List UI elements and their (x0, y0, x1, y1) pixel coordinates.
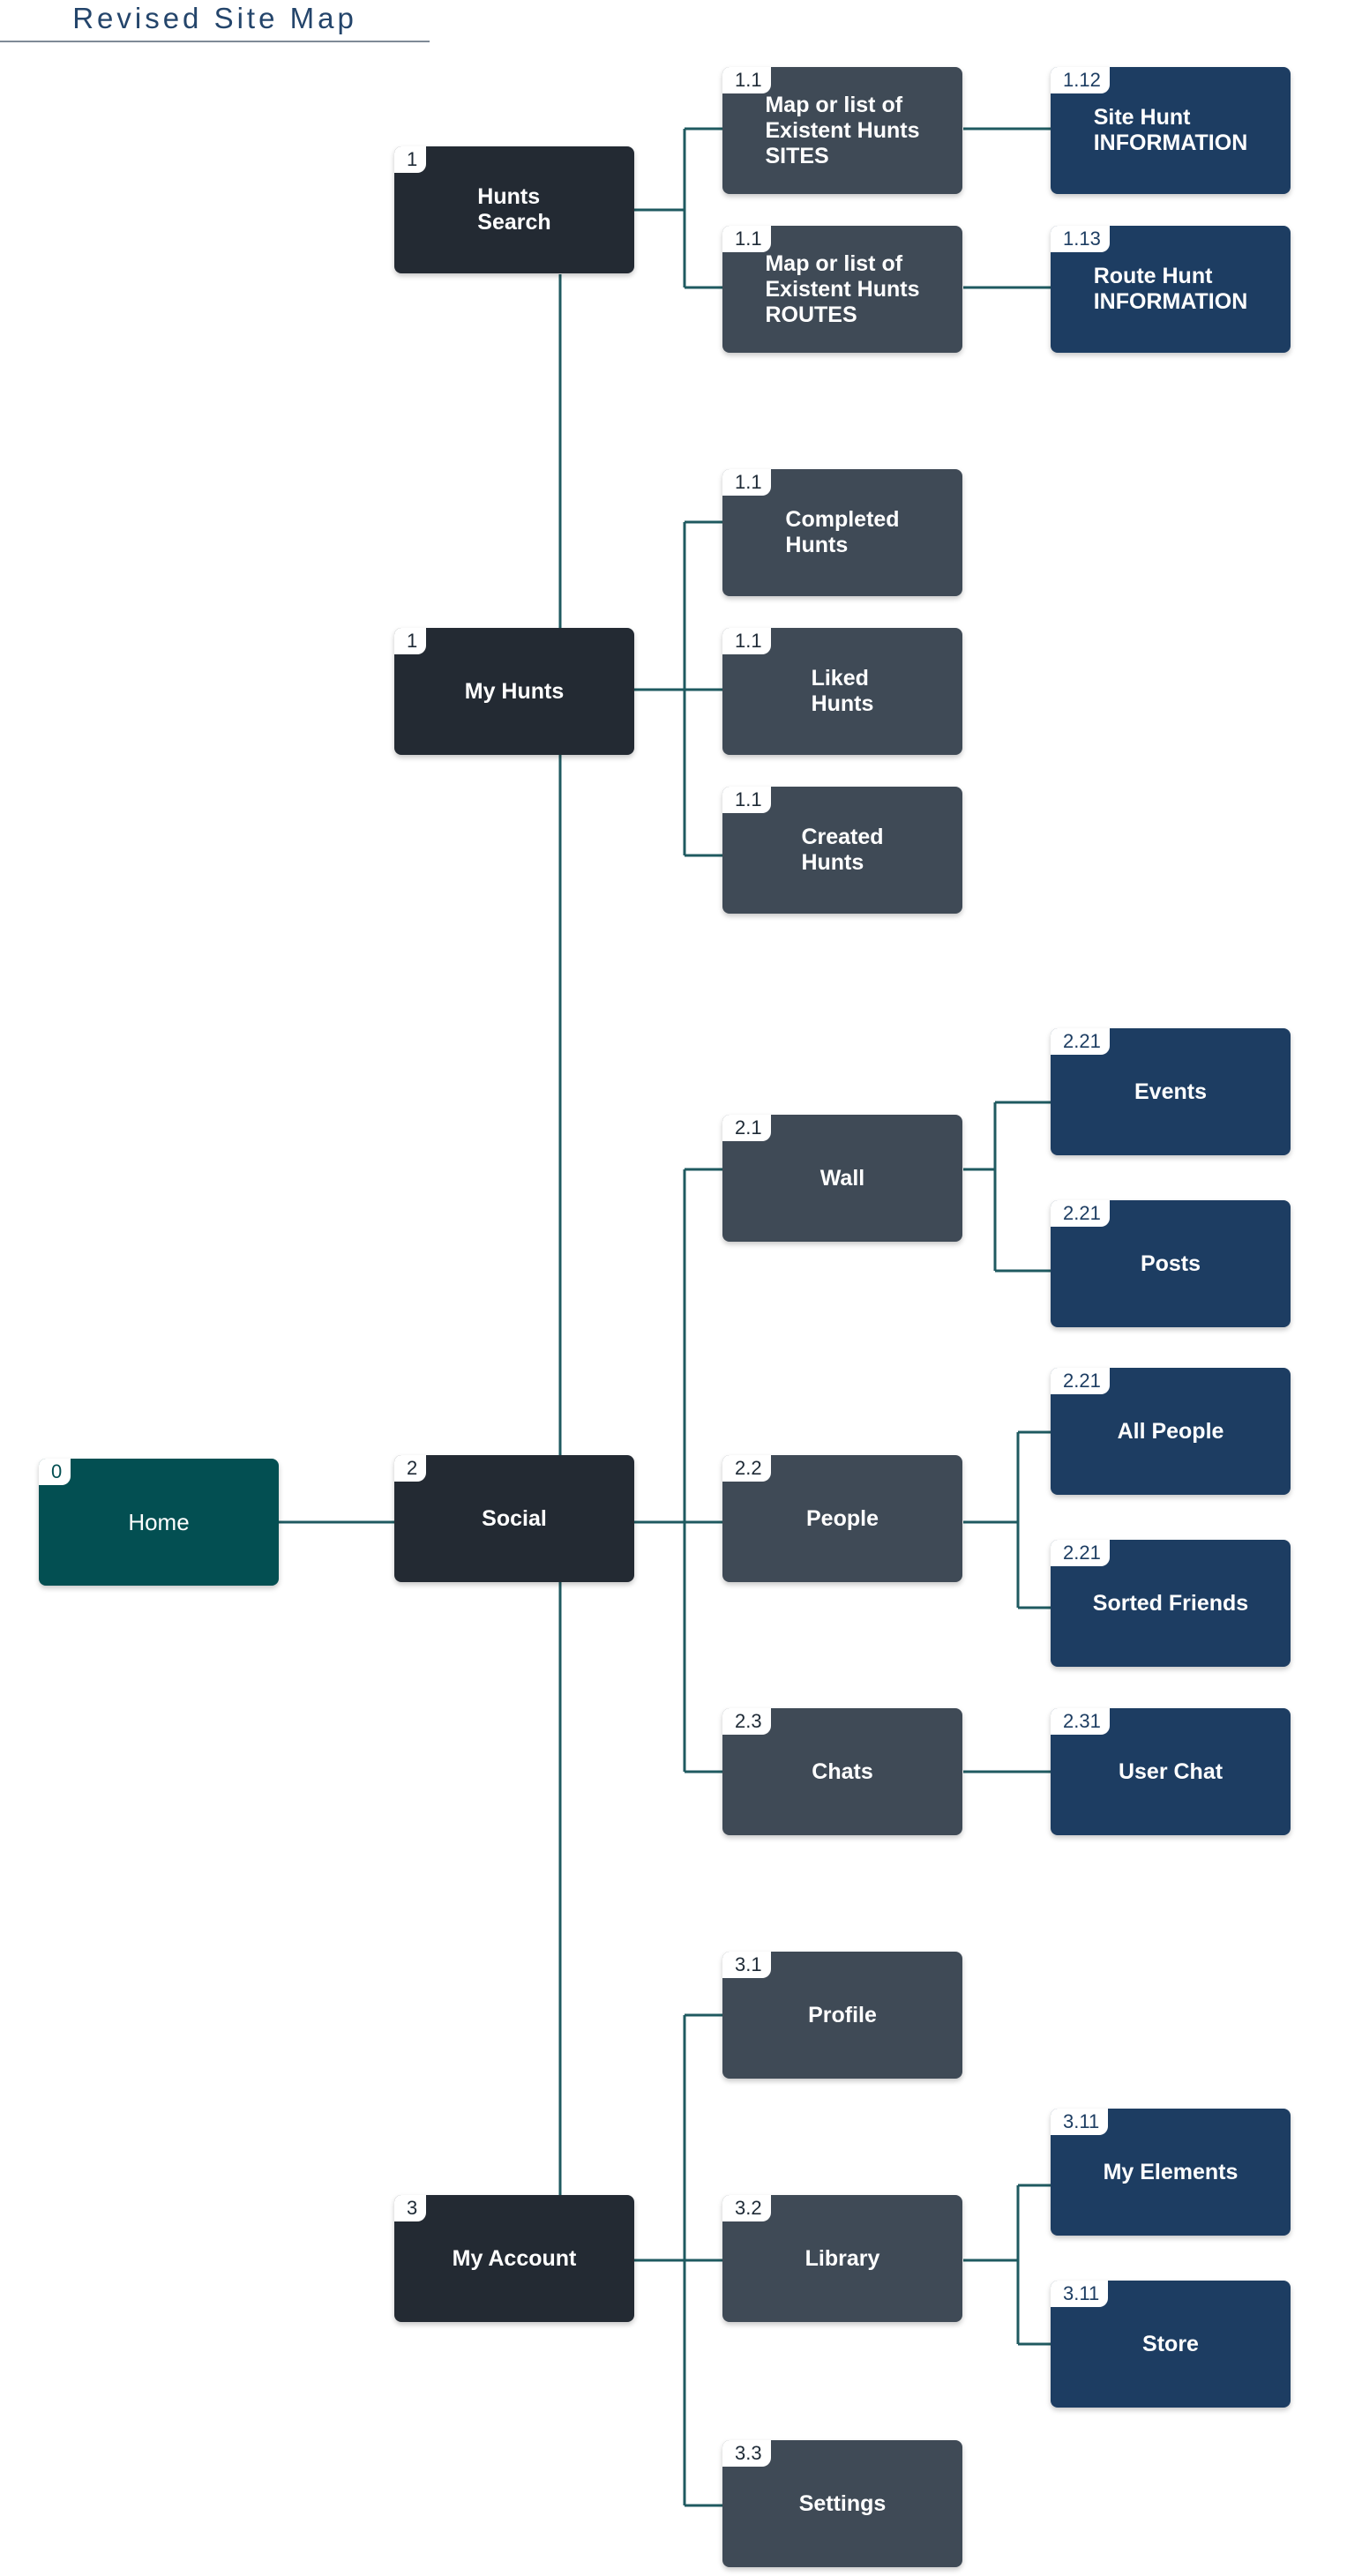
node-id-badge: 3.1 (722, 1952, 771, 1978)
node-label: Store (1142, 2331, 1199, 2356)
node-my-elements: 3.11 My Elements (1051, 2109, 1291, 2236)
node-id-badge: 3.3 (722, 2440, 771, 2467)
node-label: Wall (819, 1165, 865, 1191)
node-route-hunt-information: 1.13 Route Hunt INFORMATION (1051, 226, 1291, 353)
node-created-hunts: 1.1 Created Hunts (722, 787, 962, 914)
node-id-badge: 3 (394, 2195, 427, 2221)
node-label: Site Hunt INFORMATION (1093, 105, 1248, 155)
node-id-badge: 1.12 (1051, 67, 1110, 93)
node-id-badge: 1.1 (722, 787, 771, 813)
node-people: 2.2 People (722, 1455, 962, 1582)
node-library: 3.2 Library (722, 2195, 962, 2322)
node-label: People (806, 1505, 879, 1531)
node-label: Map or list of Existent Hunts SITES (765, 92, 920, 168)
node-label: Liked Hunts (811, 666, 874, 716)
node-label: Settings (798, 2490, 887, 2516)
node-id-badge: 0 (39, 1459, 71, 1485)
node-sorted-friends: 2.21 Sorted Friends (1051, 1540, 1291, 1667)
node-id-badge: 2 (394, 1455, 427, 1482)
node-hunts-search: 1 Hunts Search (394, 146, 634, 273)
node-id-badge: 2.2 (722, 1455, 771, 1482)
node-social: 2 Social (394, 1455, 634, 1582)
node-label: Hunts Search (477, 184, 551, 235)
node-id-badge: 2.21 (1051, 1540, 1110, 1566)
node-posts: 2.21 Posts (1051, 1200, 1291, 1327)
node-id-badge: 1.1 (722, 469, 771, 496)
node-settings: 3.3 Settings (722, 2440, 962, 2567)
node-completed-hunts: 1.1 Completed Hunts (722, 469, 962, 596)
node-liked-hunts: 1.1 Liked Hunts (722, 628, 962, 755)
node-label: Sorted Friends (1092, 1590, 1249, 1616)
node-label: Profile (808, 2002, 877, 2027)
node-user-chat: 2.31 User Chat (1051, 1708, 1291, 1835)
page-title: Revised Site Map (0, 0, 430, 42)
node-label: Map or list of Existent Hunts ROUTES (765, 250, 920, 327)
node-id-badge: 3.2 (722, 2195, 771, 2221)
node-my-hunts: 1 My Hunts (394, 628, 634, 755)
node-label: Posts (1140, 1251, 1201, 1276)
node-id-badge: 2.21 (1051, 1368, 1110, 1394)
node-label: Created Hunts (801, 825, 884, 875)
node-id-badge: 2.21 (1051, 1200, 1110, 1227)
node-id-badge: 1.13 (1051, 226, 1110, 252)
node-id-badge: 1 (394, 628, 427, 654)
node-chats: 2.3 Chats (722, 1708, 962, 1835)
node-id-badge: 2.21 (1051, 1028, 1110, 1055)
node-label: Library (804, 2245, 880, 2271)
node-id-badge: 2.31 (1051, 1708, 1110, 1735)
node-home: 0 Home (39, 1459, 279, 1586)
node-label: Social (482, 1505, 547, 1531)
node-all-people: 2.21 All People (1051, 1368, 1291, 1495)
node-label: My Hunts (464, 678, 565, 704)
node-label: Home (128, 1508, 190, 1535)
node-id-badge: 3.11 (1051, 2281, 1109, 2307)
node-my-account: 3 My Account (394, 2195, 634, 2322)
node-id-badge: 3.11 (1051, 2109, 1109, 2135)
node-store: 3.11 Store (1051, 2281, 1291, 2408)
node-label: My Elements (1103, 2159, 1238, 2184)
node-id-badge: 2.1 (722, 1115, 771, 1141)
node-wall: 2.1 Wall (722, 1115, 962, 1242)
node-map-routes: 1.1 Map or list of Existent Hunts ROUTES (722, 226, 962, 353)
node-site-hunt-information: 1.12 Site Hunt INFORMATION (1051, 67, 1291, 194)
node-id-badge: 1.1 (722, 226, 771, 252)
node-label: Route Hunt INFORMATION (1093, 264, 1248, 314)
node-id-badge: 1.1 (722, 628, 771, 654)
node-profile: 3.1 Profile (722, 1952, 962, 2079)
node-label: All People (1117, 1418, 1224, 1444)
node-id-badge: 2.3 (722, 1708, 771, 1735)
node-label: Events (1134, 1079, 1207, 1104)
node-label: Chats (812, 1758, 873, 1784)
node-label: Completed Hunts (785, 507, 900, 557)
node-map-sites: 1.1 Map or list of Existent Hunts SITES (722, 67, 962, 194)
node-label: User Chat (1118, 1758, 1224, 1784)
node-id-badge: 1 (394, 146, 427, 173)
node-id-badge: 1.1 (722, 67, 771, 93)
node-events: 2.21 Events (1051, 1028, 1291, 1155)
node-label: My Account (452, 2245, 577, 2271)
